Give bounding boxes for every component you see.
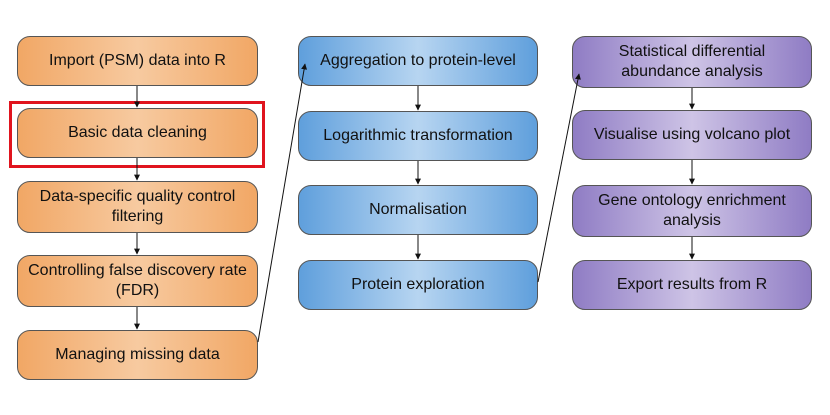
node-aggregation-protein-level: Aggregation to protein-level (298, 36, 538, 86)
node-protein-exploration: Protein exploration (298, 260, 538, 310)
node-normalisation: Normalisation (298, 185, 538, 235)
node-controlling-fdr: Controlling false discovery rate (FDR) (17, 255, 258, 307)
node-export-results: Export results from R (572, 260, 812, 310)
node-gene-ontology-enrichment: Gene ontology enrichment analysis (572, 185, 812, 237)
arrow-n9-n10 (537, 73, 581, 283)
node-volcano-plot: Visualise using volcano plot (572, 110, 812, 160)
node-managing-missing-data: Managing missing data (17, 330, 258, 380)
node-basic-data-cleaning: Basic data cleaning (17, 108, 258, 158)
node-differential-abundance: Statistical differential abundance analy… (572, 36, 812, 88)
node-logarithmic-transformation: Logarithmic transformation (298, 111, 538, 161)
node-import-psm-data: Import (PSM) data into R (17, 36, 258, 86)
highlight-frame (9, 101, 265, 168)
node-quality-control-filtering: Data-specific quality control filtering (17, 181, 258, 233)
